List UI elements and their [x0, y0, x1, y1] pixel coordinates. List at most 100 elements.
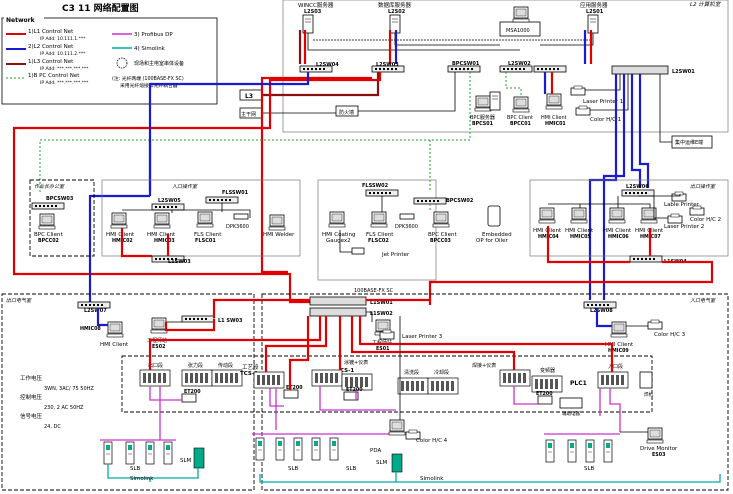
- l2-computer-room: [282, 0, 729, 133]
- svg-text:TCS-2: TCS-2: [240, 371, 258, 377]
- svg-text:BPCC03: BPCC03: [430, 238, 451, 244]
- middle-room-area: [317, 179, 437, 281]
- hmic08-id: HMIC08: [80, 326, 101, 332]
- svg-text:冷却段: 冷却段: [434, 369, 449, 376]
- svg-text:HMIC03: HMIC03: [154, 238, 175, 244]
- et200-d-box: [537, 395, 553, 405]
- fls-client-1: FLS Client FLSC01: [194, 211, 222, 244]
- svg-text:L3: L3: [245, 93, 253, 100]
- svg-text:SLM: SLM: [376, 460, 388, 466]
- fiber-label: 100BASE-FX SC: [354, 288, 394, 294]
- bpc-server-group: BPC服务器 BPCS01: [470, 91, 501, 127]
- switch-flssw02: FLSSW02: [362, 183, 389, 189]
- svg-text:辅助电器: 辅助电器: [562, 410, 580, 417]
- svg-text:张力段: 张力段: [188, 362, 203, 369]
- svg-text:入口段: 入口段: [608, 363, 623, 370]
- svg-text:出口段: 出口段: [148, 362, 163, 369]
- svg-text:工艺段: 工艺段: [242, 363, 259, 371]
- svg-text:焊接+仪表: 焊接+仪表: [472, 362, 496, 369]
- simolink-label-1: Simolink: [130, 476, 154, 482]
- l2-room-label: L2 计算机室: [690, 1, 722, 8]
- page-title: C3 11 网络配置图: [62, 2, 139, 14]
- svg-text:变频器: 变频器: [540, 367, 555, 374]
- legend-l3-ip: IP Add: ***.***.***.***: [40, 66, 89, 72]
- et200-d: ET200: [536, 391, 553, 397]
- laser-printer-1: Laser Printer 1: [570, 85, 623, 105]
- svg-text:主干网: 主干网: [241, 111, 256, 118]
- legend-header: Network: [6, 17, 36, 24]
- svg-text:CS-1: CS-1: [340, 368, 354, 374]
- svg-text:HMI Client: HMI Client: [106, 232, 135, 238]
- cab-entry-weld: 焊接+仪表: [472, 362, 531, 387]
- hmi-welder: HMI Welder: [263, 214, 295, 238]
- svg-text:HMIC06: HMIC06: [608, 234, 629, 240]
- db-server: 数据库服务器 L2S02: [378, 1, 412, 34]
- switch-l2sw05: L2SW05: [158, 198, 181, 204]
- laser-printer-3: Laser Printer 3: [379, 329, 443, 340]
- svg-text:集中运维E端: 集中运维E端: [675, 139, 703, 146]
- legend: Network 1)L1 Control Net IP Add: 10.111.…: [1, 15, 218, 105]
- svg-text:DPK3600: DPK3600: [395, 224, 418, 230]
- legend-note1: (注: 光纤两端 (100BASE-FX SC): [112, 75, 184, 82]
- svg-text:入口电气室: 入口电气室: [690, 297, 716, 304]
- svg-text:Drive Monitor: Drive Monitor: [640, 446, 678, 452]
- svg-text:BPCC01: BPCC01: [510, 121, 531, 127]
- legend-field: 现场和主电室串体设备: [134, 60, 184, 67]
- hmi-client-2: HMI Client HMIC02: [106, 212, 135, 244]
- et200-b-box: [283, 389, 299, 399]
- svg-text:HMIC01: HMIC01: [545, 121, 566, 127]
- svg-text:FLSC02: FLSC02: [368, 238, 389, 244]
- svg-text:HMI Client: HMI Client: [603, 228, 632, 234]
- switch-l2sw04: L2SW04: [316, 62, 339, 68]
- hmi-client-1: HMI Client HMIC01: [541, 93, 567, 127]
- svg-text:L2S01: L2S01: [586, 9, 604, 15]
- svg-text:出口操作室: 出口操作室: [690, 183, 716, 190]
- switch-bpcsw01: BPCSW01: [452, 61, 480, 67]
- svg-text:工程师站: 工程师站: [372, 339, 392, 346]
- svg-text:作业长办公室: 作业长办公室: [34, 183, 65, 190]
- et200-b: ET200: [286, 385, 303, 391]
- color-hc-4: Color H/C 4: [405, 429, 448, 444]
- cab-entry-seg: 入口段: [597, 363, 629, 389]
- svg-text:焊机: 焊机: [644, 391, 653, 398]
- switch-l1sw03b: L1 SW03: [218, 318, 243, 324]
- svg-text:BPC Client: BPC Client: [428, 232, 457, 238]
- svg-text:L2S02: L2S02: [388, 9, 406, 15]
- switch-l1sw03a: L1SW03: [168, 259, 191, 265]
- exit-room-area: [529, 179, 729, 257]
- svg-text:OP for Oiler: OP for Oiler: [476, 238, 508, 244]
- hmi-client-6: HMI Client HMIC06: [603, 207, 632, 240]
- exit-elec-area: [1, 293, 255, 491]
- laser-printer-2: Laser Printer 2: [664, 213, 704, 230]
- legend-l2-ip: IP Add: 10.111.2.***: [40, 51, 86, 57]
- dpk3600-b: DPK3600: [395, 213, 418, 230]
- slb-2: SLB: [288, 466, 299, 472]
- legend-bpc-ip: IP Add: ***.***.***.***: [40, 80, 89, 86]
- svg-text:FLSC01: FLSC01: [195, 238, 216, 244]
- cab-exit: 出口段: [139, 362, 171, 387]
- hmi-client-9: HMI Client HMIC09: [605, 321, 634, 354]
- svg-text:PLC1: PLC1: [570, 380, 587, 387]
- svg-text:HMIC09: HMIC09: [608, 348, 629, 354]
- slb-3: SLB: [346, 466, 357, 472]
- switch-l1sw02: L1SW02: [370, 311, 393, 317]
- svg-text:BPC服务器: BPC服务器: [470, 114, 495, 121]
- switch-bpcsw02: BPCSW02: [446, 198, 474, 204]
- svg-text:清洗段: 清洗段: [404, 369, 419, 376]
- cab-process: 工艺段 TCS-2: [240, 363, 285, 389]
- entry-elec-area: [261, 293, 729, 491]
- svg-text:ES03: ES03: [652, 452, 665, 458]
- svg-text:Jet Printer: Jet Printer: [381, 252, 410, 258]
- cab-cooling: 冷却段: [427, 369, 459, 395]
- bpc-client-1: BPC Client BPCC01: [507, 96, 533, 127]
- control-voltage-label: 控制电压: [20, 393, 43, 401]
- svg-text:FLS Client: FLS Client: [366, 232, 394, 238]
- simolink-label-2: Simolink: [420, 476, 444, 482]
- svg-text:入口操作室: 入口操作室: [172, 183, 198, 190]
- switch-l2sw08: L2SW08: [590, 308, 613, 314]
- cab-aux: 变频器: [531, 367, 563, 393]
- drive-monitor: Drive Monitor ES03: [640, 427, 678, 458]
- svg-text:BPC Client: BPC Client: [507, 115, 533, 121]
- svg-text:ES02: ES02: [152, 344, 165, 350]
